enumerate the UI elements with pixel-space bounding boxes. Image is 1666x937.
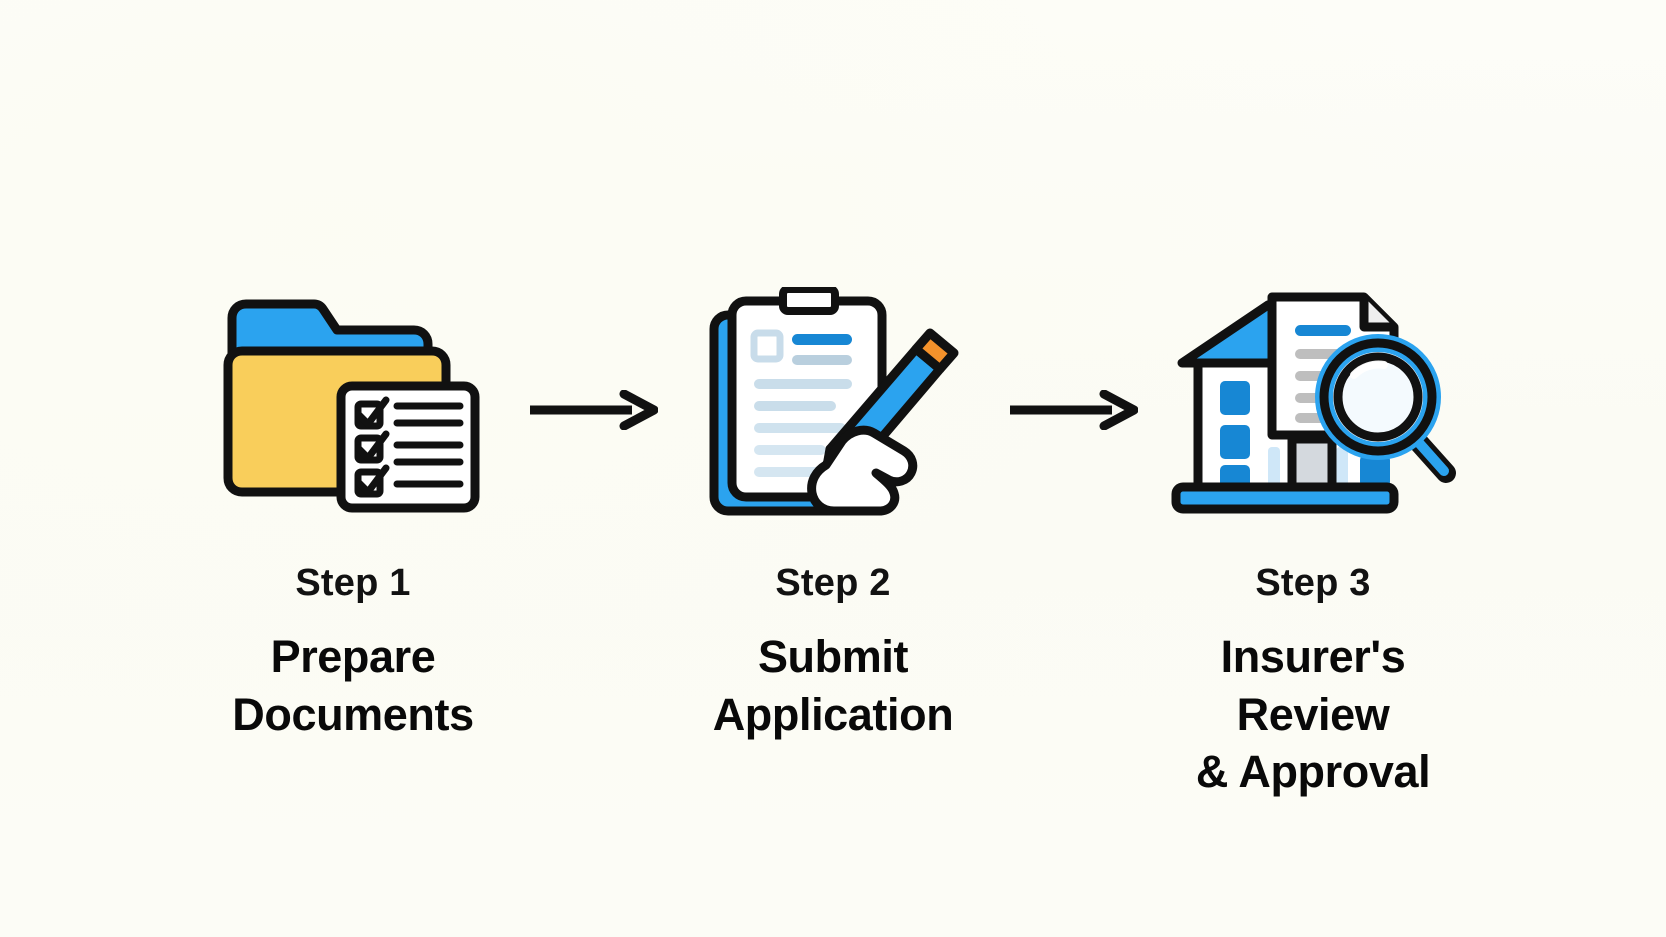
- step-1-icon-wrap: [203, 282, 503, 522]
- step-2-numeral: 2: [869, 562, 891, 604]
- connector-arrow-1: [518, 282, 668, 430]
- process-step-3: Step 3 Insurer's Review & Approval: [1148, 282, 1478, 801]
- step-2-number-line: Step 2: [775, 564, 890, 602]
- arrow-right-icon: [530, 390, 658, 430]
- step-3-title: Insurer's Review & Approval: [1195, 631, 1431, 798]
- step-3-label: Step: [1255, 562, 1339, 604]
- step-1-title: Prepare Documents: [232, 631, 474, 740]
- folder-checklist-icon: [223, 299, 480, 512]
- arrow-right-icon: [1010, 390, 1138, 430]
- step-2-icon-wrap: [683, 282, 983, 522]
- step-3-numeral: 3: [1349, 562, 1371, 604]
- process-step-2: Step 2 Submit Application: [668, 282, 998, 743]
- step-1-numeral: 1: [389, 562, 411, 604]
- building-document-magnifier-icon: [1171, 292, 1456, 514]
- connector-arrow-2: [998, 282, 1148, 430]
- process-step-1: Step 1 Prepare Documents: [188, 282, 518, 743]
- clipboard-hand-pen-icon: [709, 287, 959, 516]
- step-2-label: Step: [775, 562, 859, 604]
- step-3-number-line: Step 3: [1255, 564, 1370, 602]
- step-1-number-line: Step 1: [295, 564, 410, 602]
- step-3-icon-wrap: [1163, 282, 1463, 522]
- step-2-title: Submit Application: [712, 631, 954, 740]
- step-1-label: Step: [295, 562, 379, 604]
